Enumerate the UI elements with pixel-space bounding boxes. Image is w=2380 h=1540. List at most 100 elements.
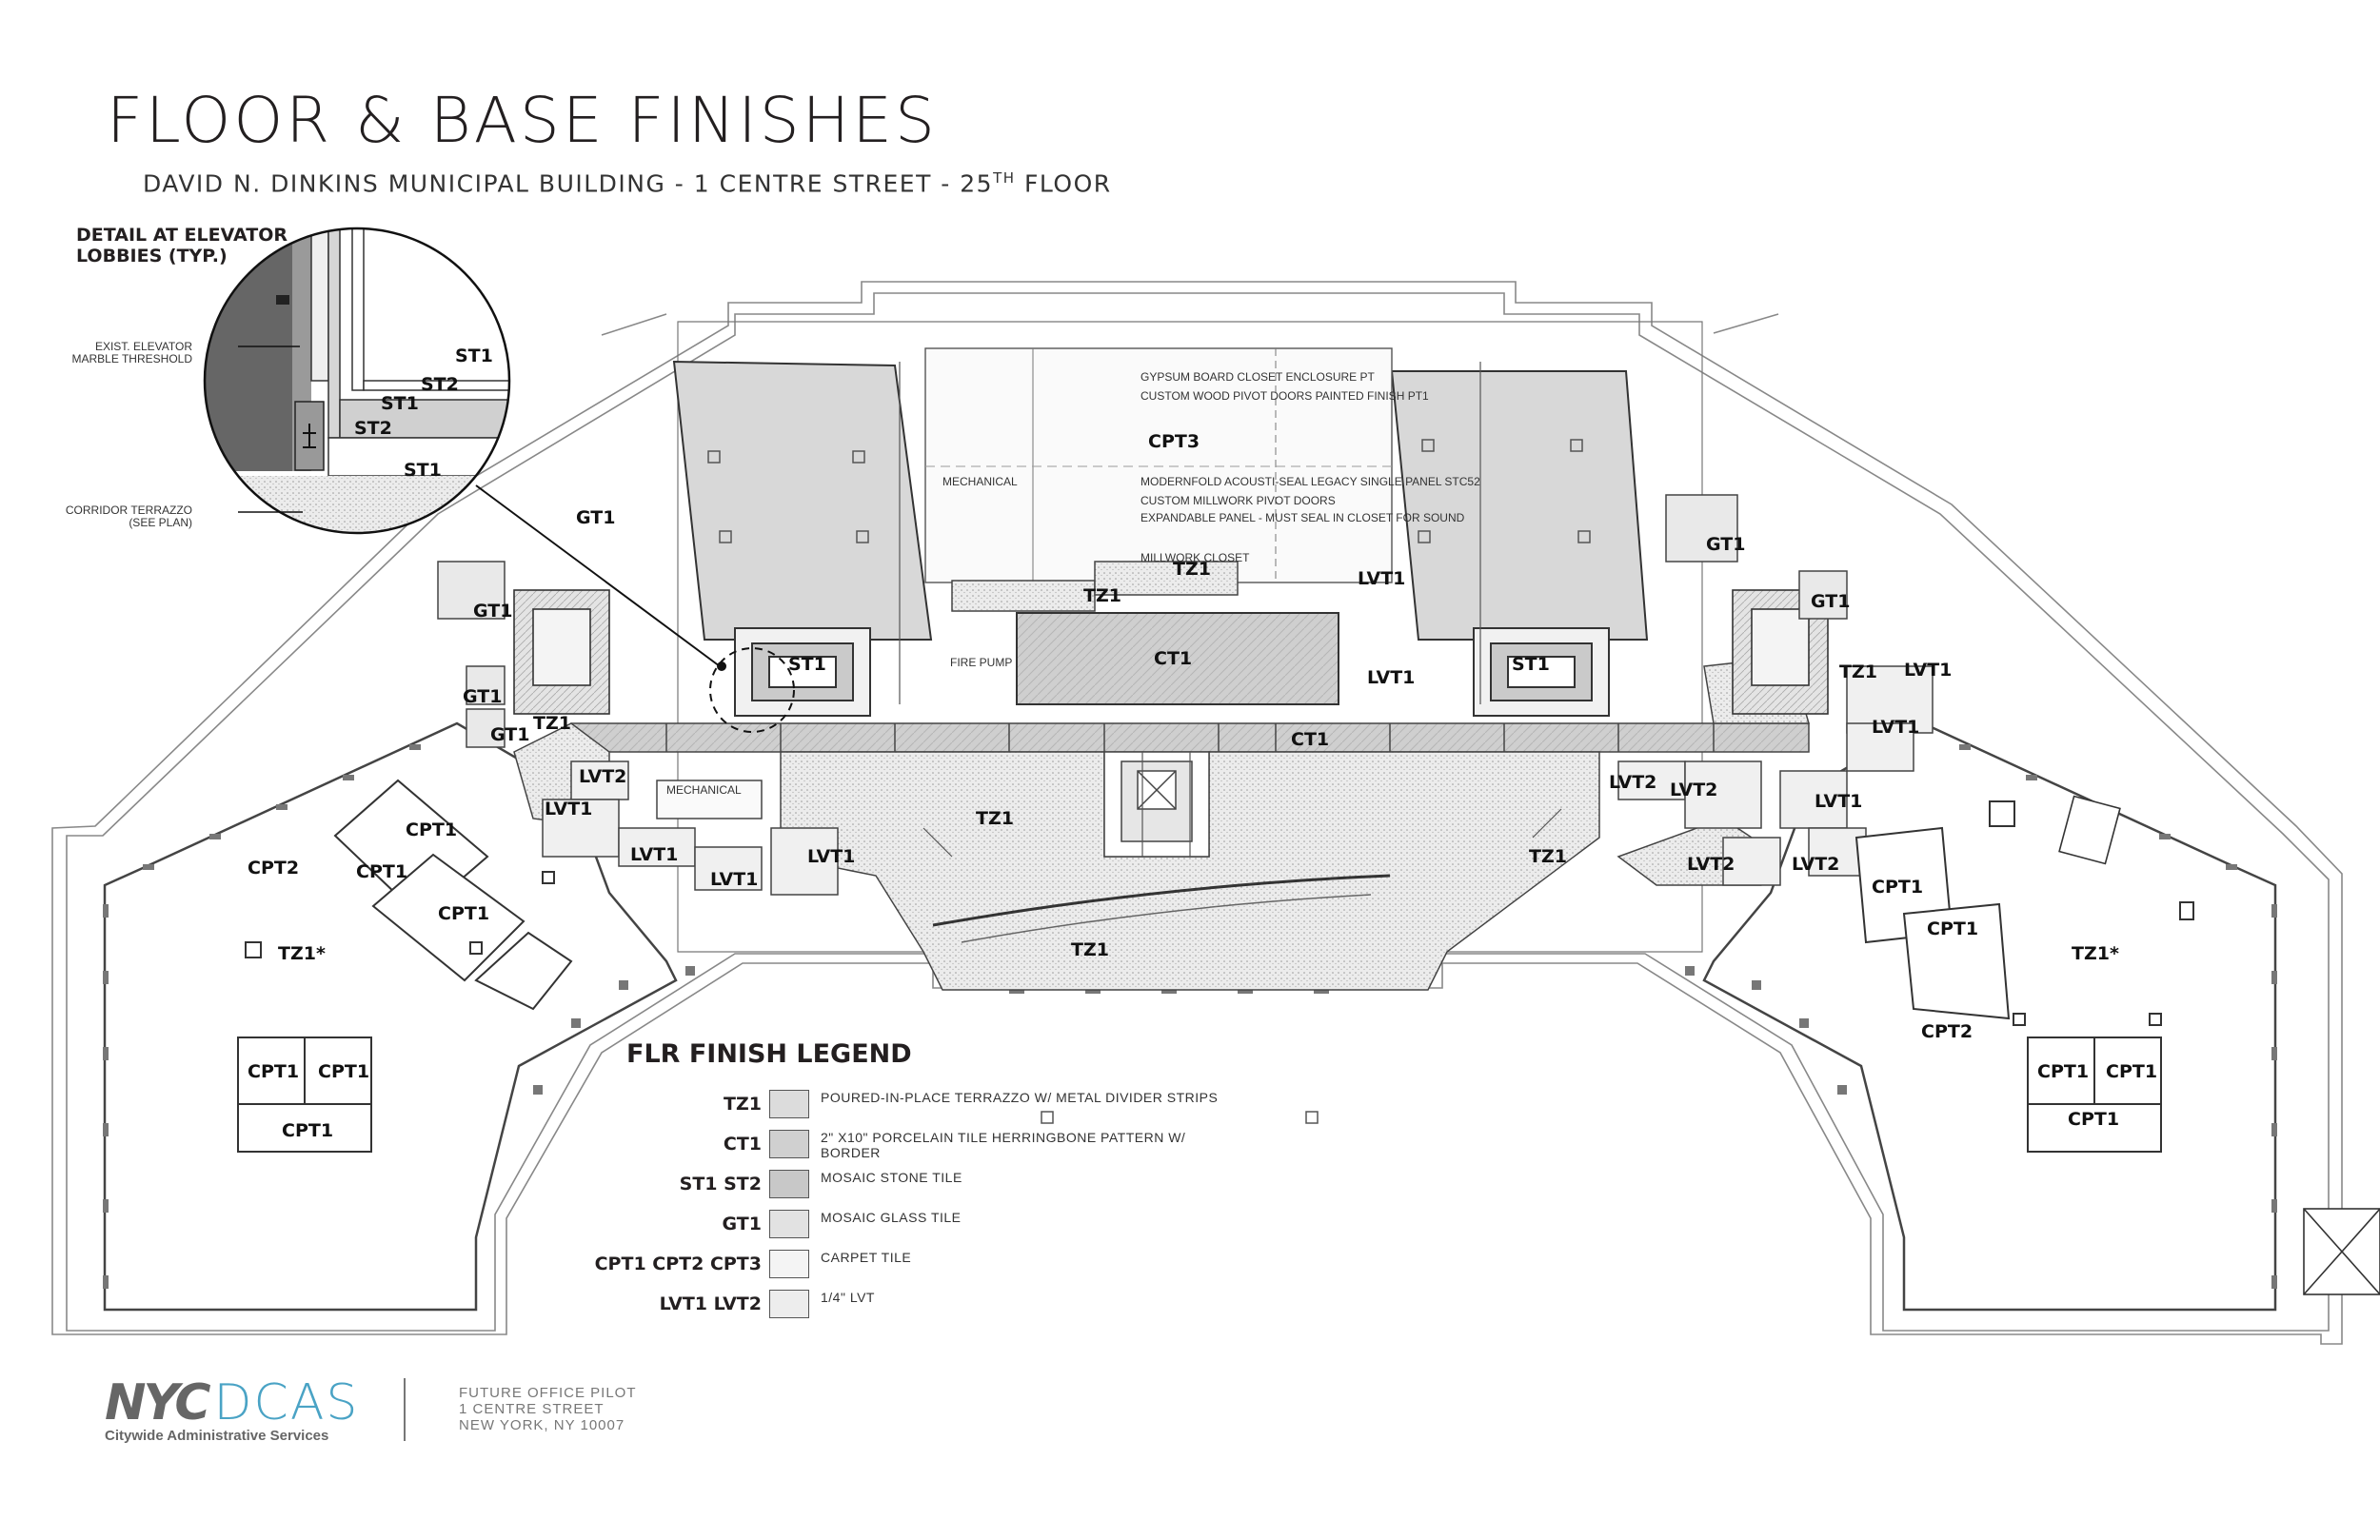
- legend-description: POURED-IN-PLACE TERRAZZO W/ METAL DIVIDE…: [821, 1090, 1219, 1105]
- label-cpt1-l3: CPT1: [438, 903, 489, 924]
- label-lvt1-a: LVT1: [1358, 568, 1405, 589]
- office-rooms: [237, 779, 2194, 1153]
- label-cpt1-r3: CPT1: [2037, 1061, 2089, 1082]
- detail-label-st1-mid: ST1: [381, 393, 419, 414]
- legend-code: TZ1: [724, 1094, 762, 1115]
- address-line-2: 1 CENTRE STREET: [459, 1401, 605, 1417]
- detail-label-st1-top: ST1: [455, 346, 493, 366]
- legend-description: 1/4" LVT: [821, 1290, 875, 1305]
- label-st1-right: ST1: [1512, 654, 1550, 675]
- label-cpt1-l5: CPT1: [318, 1061, 369, 1082]
- restrooms: [437, 494, 1848, 748]
- legend-swatch: [769, 1170, 809, 1198]
- label-ct1-center: CT1: [1154, 648, 1192, 669]
- detail-callout-circle: [709, 647, 795, 733]
- legend-code: CT1: [723, 1134, 762, 1155]
- label-lvt2-d: LVT2: [1687, 854, 1735, 875]
- label-cpt3-note6: MILLWORK CLOSET: [1140, 551, 1250, 564]
- legend-row: LVT1 LVT2 1/4" LVT: [562, 1286, 912, 1326]
- label-lvt1-d: LVT1: [1872, 717, 1919, 738]
- label-cpt2-right: CPT2: [1921, 1021, 1973, 1042]
- label-gt1-a: GT1: [576, 507, 615, 528]
- label-cpt1-r4: CPT1: [2106, 1061, 2157, 1082]
- logo-nyc: NYC: [105, 1374, 210, 1431]
- detail-label-st2-mid: ST2: [354, 418, 392, 439]
- label-cpt1-r1: CPT1: [1872, 877, 1923, 898]
- label-cpt3-note2: CUSTOM WOOD PIVOT DOORS PAINTED FINISH P…: [1140, 389, 1429, 403]
- label-cpt1-l1: CPT1: [406, 819, 457, 840]
- label-cpt3-note1: GYPSUM BOARD CLOSET ENCLOSURE PT: [1140, 370, 1376, 384]
- north-rooms: [672, 347, 1649, 705]
- label-lvt2-b: LVT2: [1609, 772, 1656, 793]
- label-mechanical-a: MECHANICAL: [942, 475, 1018, 488]
- detail-label-st2-top: ST2: [421, 374, 459, 395]
- label-tz1-south: TZ1: [1071, 939, 1109, 960]
- label-tz1-star-right: TZ1*: [2072, 943, 2119, 964]
- legend-description: MOSAIC GLASS TILE: [821, 1210, 962, 1225]
- legend-code: LVT1 LVT2: [659, 1293, 762, 1314]
- label-tz1-a: TZ1: [1083, 585, 1121, 606]
- label-lvt2-c: LVT2: [1670, 780, 1717, 800]
- label-tz1-main: TZ1: [976, 808, 1014, 829]
- label-gt1-c: GT1: [463, 686, 502, 707]
- label-gt1-e: GT1: [1706, 534, 1745, 555]
- label-cpt3-note4: CUSTOM MILLWORK PIVOT DOORS: [1140, 494, 1336, 507]
- legend-code: ST1 ST2: [679, 1174, 762, 1194]
- label-cpt1-l6: CPT1: [282, 1120, 333, 1141]
- logo-dcas: DCAS: [213, 1374, 360, 1431]
- label-gt1-b: GT1: [473, 601, 512, 622]
- legend-code: GT1: [722, 1214, 762, 1234]
- label-cpt1-r2: CPT1: [1927, 918, 1978, 939]
- legend-swatch: [769, 1250, 809, 1278]
- central-corridor: [570, 722, 1810, 753]
- label-lvt1-e: LVT1: [1815, 791, 1862, 812]
- label-tz1-right-b: TZ1: [1839, 661, 1877, 682]
- logo-subtitle: Citywide Administrative Services: [105, 1428, 329, 1444]
- detail-title: DETAIL AT ELEVATOR LOBBIES (TYP.): [76, 225, 288, 267]
- legend-swatch: [769, 1210, 809, 1238]
- label-lvt1-h: LVT1: [710, 869, 758, 890]
- columns: [707, 439, 1591, 1124]
- legend-swatch: [769, 1130, 809, 1158]
- callout-corridor: CORRIDOR TERRAZZO (SEE PLAN): [65, 503, 192, 529]
- legend-description: 2" X10" PORCELAIN TILE HERRINGBONE PATTE…: [821, 1130, 1186, 1160]
- label-tz1-left: TZ1: [533, 713, 571, 734]
- address-line-3: NEW YORK, NY 10007: [459, 1417, 625, 1433]
- page-title: FLOOR & BASE FINISHES: [107, 84, 938, 157]
- detail-leader: [475, 484, 721, 667]
- label-tz1-b: TZ1: [1173, 559, 1211, 580]
- label-cpt1-l4: CPT1: [248, 1061, 299, 1082]
- label-fire-pump: FIRE PUMP: [950, 656, 1012, 669]
- label-cpt2-left: CPT2: [248, 858, 299, 879]
- address-line-1: FUTURE OFFICE PILOT: [459, 1385, 637, 1401]
- detail-leader-dot: [717, 661, 726, 671]
- callout-threshold: EXIST. ELEVATOR MARBLE THRESHOLD: [71, 340, 192, 365]
- legend-row: GT1 MOSAIC GLASS TILE: [562, 1206, 961, 1246]
- label-cpt3-note5: EXPANDABLE PANEL - MUST SEAL IN CLOSET F…: [1140, 511, 1465, 524]
- label-ct1-corridor: CT1: [1291, 729, 1329, 750]
- label-lvt1-i: LVT1: [807, 846, 855, 867]
- detail-label-st1-bottom: ST1: [404, 460, 442, 481]
- terrazzo-zones: [513, 561, 1810, 991]
- label-st1-left: ST1: [788, 654, 826, 675]
- label-lvt1-g: LVT1: [630, 844, 678, 865]
- label-cpt1-r5: CPT1: [2068, 1109, 2119, 1130]
- label-mechanical-b: MECHANICAL: [666, 783, 742, 797]
- legend-swatch: [769, 1290, 809, 1318]
- label-gt1-d: GT1: [490, 724, 529, 745]
- legend-description: CARPET TILE: [821, 1250, 912, 1265]
- legend-swatch: [769, 1090, 809, 1118]
- label-tz1-right-a: TZ1: [1529, 846, 1567, 867]
- label-lvt2-e: LVT2: [1792, 854, 1839, 875]
- page-subtitle: DAVID N. DINKINS MUNICIPAL BUILDING - 1 …: [143, 169, 1112, 198]
- legend-row: TZ1 POURED-IN-PLACE TERRAZZO W/ METAL DIV…: [562, 1086, 1218, 1126]
- elevator-lobbies: [734, 627, 1610, 717]
- legend-description: MOSAIC STONE TILE: [821, 1170, 962, 1185]
- label-cpt3: CPT3: [1148, 431, 1200, 452]
- plan-labels: CPT3 CT1 CT1 TZ1 TZ1 TZ1 TZ1 TZ1 TZ1 TZ1…: [248, 370, 2157, 1141]
- label-lvt1-c: LVT1: [1904, 660, 1952, 681]
- legend-row: ST1 ST2 MOSAIC STONE TILE: [562, 1166, 962, 1206]
- footer-address: FUTURE OFFICE PILOT 1 CENTRE STREET NEW …: [459, 1385, 637, 1433]
